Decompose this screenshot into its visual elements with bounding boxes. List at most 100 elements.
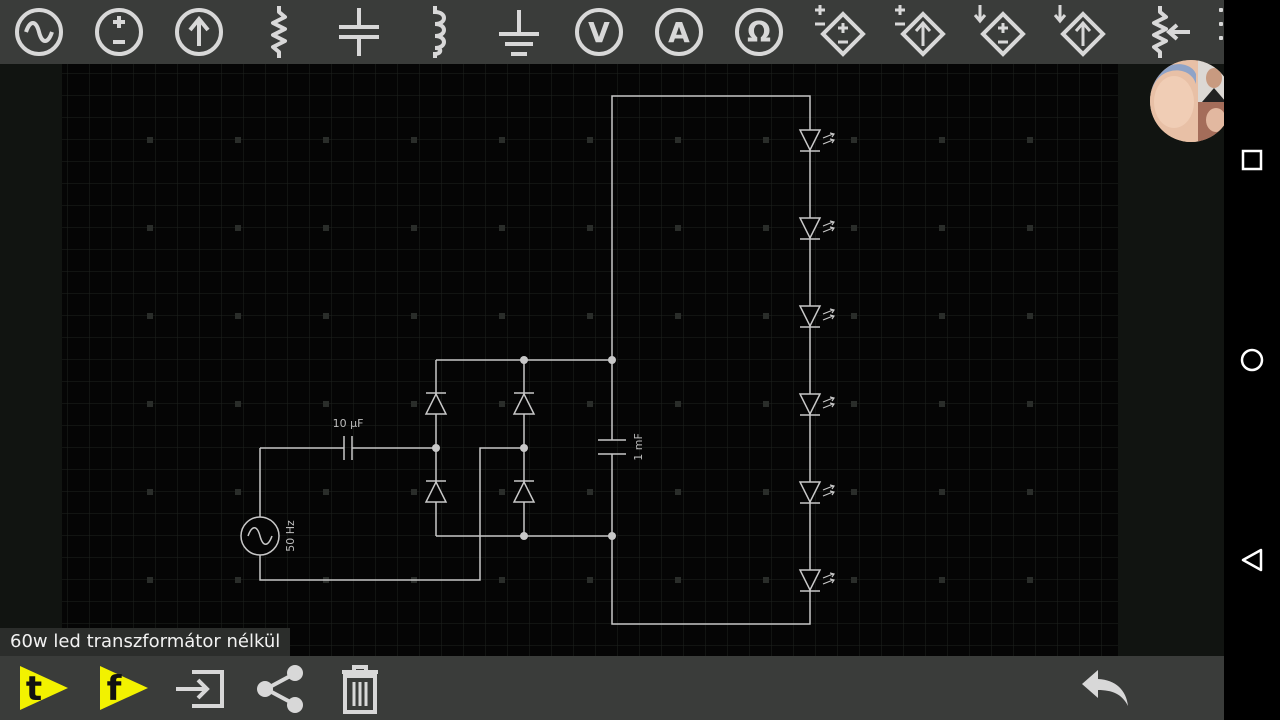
junction-dots	[432, 356, 616, 540]
chat-head-avatar[interactable]	[1150, 60, 1232, 142]
led[interactable]	[798, 217, 835, 240]
overflow-menu-icon[interactable]	[1219, 22, 1223, 26]
grid-point	[851, 137, 857, 143]
filter-capacitor[interactable]	[598, 439, 626, 455]
ammeter-tool[interactable]: A	[651, 4, 707, 60]
grid-point	[939, 137, 945, 143]
right-margin	[1118, 64, 1224, 668]
grid-point	[1027, 489, 1033, 495]
circuit-schematic[interactable]: 10 µF 1 mF 50 Hz	[62, 64, 1118, 668]
potentiometer-tool[interactable]	[1140, 4, 1196, 60]
ohmmeter-icon: Ω	[735, 8, 783, 56]
capacitor-tool[interactable]	[331, 4, 387, 60]
led[interactable]	[798, 569, 835, 592]
overflow-menu-icon[interactable]	[1219, 36, 1223, 40]
ammeter-letter: A	[668, 16, 690, 49]
square-icon	[1241, 149, 1263, 171]
undo-icon	[1082, 670, 1128, 706]
grid-point	[1027, 137, 1033, 143]
current-source-tool[interactable]	[171, 4, 227, 60]
vccs-tool[interactable]	[891, 4, 947, 60]
undo-button[interactable]	[1074, 660, 1134, 716]
grid-point	[147, 137, 153, 143]
led[interactable]	[798, 393, 835, 416]
led-string[interactable]	[798, 129, 835, 592]
led[interactable]	[798, 305, 835, 328]
grid-point	[587, 577, 593, 583]
grid-point	[851, 577, 857, 583]
grid-point	[587, 225, 593, 231]
twitter-share-button[interactable]: t	[12, 660, 72, 716]
grid-point	[235, 313, 241, 319]
ground-tool[interactable]	[491, 4, 547, 60]
overflow-menu-icon[interactable]	[1219, 8, 1223, 12]
resistor-tool[interactable]	[251, 4, 307, 60]
grid-point	[411, 137, 417, 143]
ohmmeter-letter: Ω	[747, 16, 771, 49]
document-title: 60w led transzformátor nélkül	[0, 628, 291, 656]
dc-voltage-source-tool[interactable]	[91, 4, 147, 60]
grid-point	[147, 401, 153, 407]
share-button[interactable]	[250, 660, 310, 716]
grid-point	[939, 225, 945, 231]
bridge-diodes[interactable]	[424, 392, 536, 503]
series-capacitor[interactable]	[343, 436, 353, 460]
source-loop-wire	[259, 447, 524, 581]
led[interactable]	[798, 129, 835, 152]
ac-source-tool[interactable]	[11, 4, 67, 60]
grid	[62, 64, 1118, 668]
grid-point	[587, 401, 593, 407]
series-capacitor-label: 10 µF	[333, 417, 364, 430]
resistor-icon	[271, 6, 287, 58]
controlled-voltage-source-icon	[973, 5, 1026, 57]
grid-point	[323, 137, 329, 143]
facebook-share-button[interactable]: f	[92, 660, 152, 716]
grid-point	[1027, 401, 1033, 407]
circuit-canvas[interactable]: 10 µF 1 mF 50 Hz	[62, 64, 1118, 668]
ac-source[interactable]	[240, 516, 280, 556]
dc-voltage-source-icon	[95, 8, 143, 56]
grid-point	[411, 313, 417, 319]
voltmeter-icon: V	[575, 8, 623, 56]
triangle-back-icon	[1241, 548, 1263, 572]
grid-point	[147, 489, 153, 495]
diode	[424, 480, 448, 503]
back-button[interactable]	[1232, 540, 1272, 580]
inductor-tool[interactable]	[411, 4, 467, 60]
cccs-tool[interactable]	[1051, 4, 1107, 60]
grid-point	[499, 137, 505, 143]
grid-point	[411, 489, 417, 495]
grid-point	[147, 225, 153, 231]
recents-button[interactable]	[1232, 140, 1272, 180]
ac-source-icon	[15, 8, 63, 56]
ccvs-tool[interactable]	[971, 4, 1027, 60]
diode	[512, 392, 536, 415]
vcvs-tool[interactable]	[811, 4, 867, 60]
home-button[interactable]	[1232, 340, 1272, 380]
delete-button[interactable]	[330, 660, 390, 716]
grid-point	[939, 489, 945, 495]
export-button[interactable]	[170, 660, 230, 716]
trash-icon	[342, 665, 378, 714]
grid-point	[763, 225, 769, 231]
led[interactable]	[798, 481, 835, 504]
grid-point	[499, 313, 505, 319]
inductor-icon	[433, 6, 446, 58]
twitter-icon: t	[20, 666, 68, 710]
diode	[424, 392, 448, 415]
grid-point	[587, 137, 593, 143]
diode	[512, 480, 536, 503]
grid-point	[763, 401, 769, 407]
circle-icon	[1240, 348, 1264, 372]
grid-point	[323, 489, 329, 495]
voltmeter-tool[interactable]: V	[571, 4, 627, 60]
grid-point	[939, 577, 945, 583]
grid-point	[851, 401, 857, 407]
grid-point	[323, 401, 329, 407]
grid-point	[1027, 313, 1033, 319]
grid-point	[675, 313, 681, 319]
grid-point	[323, 225, 329, 231]
grid-point	[675, 401, 681, 407]
ohmmeter-tool[interactable]: Ω	[731, 4, 787, 60]
grid-point	[235, 577, 241, 583]
